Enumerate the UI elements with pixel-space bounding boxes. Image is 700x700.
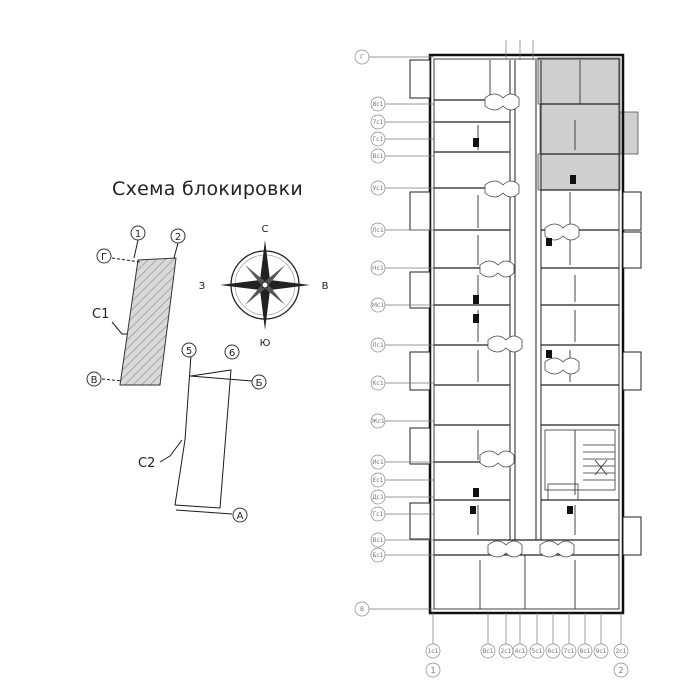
left-axis-bubble <box>370 506 386 522</box>
left-axis-bubble <box>370 96 386 112</box>
left-axis-bubble-label: Нс1 <box>372 265 384 272</box>
bottom-axis-bubble-label: 5с1 <box>532 648 543 655</box>
bottom-axis-bubble-label: 1с1 <box>428 648 439 655</box>
bottom-main-axis-bubble <box>425 662 441 678</box>
left-axis-bubble <box>370 180 386 196</box>
compass-south: Ю <box>260 338 271 349</box>
left-axis-bubble-label: 7с1 <box>373 119 384 126</box>
bottom-axis-bubble <box>545 643 561 659</box>
left-axis-bubble-label: Ус1 <box>373 185 384 192</box>
bottom-main-axis-label: 2 <box>618 666 623 675</box>
left-axis-bubble <box>370 114 386 130</box>
left-axis-bubble <box>370 297 386 313</box>
axis-g-label: Г <box>101 252 107 263</box>
bottom-main-axis-label: 1 <box>430 666 435 675</box>
left-axis-bubble <box>370 260 386 276</box>
scheme-title: Схема блокировки <box>112 178 304 200</box>
left-axis-bubble-label: В <box>360 606 364 613</box>
stair-core <box>544 429 616 501</box>
balconies <box>409 59 642 556</box>
left-axis-bubble-label: Дс1 <box>372 494 384 501</box>
left-axis-bubble-label: Ес1 <box>373 477 384 484</box>
left-axis-bubble <box>370 454 386 470</box>
left-axis-bubble-label: Гс1 <box>373 136 384 143</box>
left-axis-bubble <box>370 375 386 391</box>
bottom-axis-bubble <box>561 643 577 659</box>
left-axis-bubble <box>370 222 386 238</box>
compass-west: З <box>199 281 205 292</box>
highlighted-apartment <box>537 57 639 191</box>
bottom-axis-bubble-label: Вс1 <box>482 648 493 655</box>
axis-a-label: А <box>237 511 244 522</box>
left-axis-bubble <box>370 131 386 147</box>
compass-rose: С В Ю З <box>199 224 329 349</box>
bottom-axis-bubble <box>480 643 496 659</box>
bottom-axis-bubble <box>613 643 629 659</box>
left-axis-bubble <box>370 148 386 164</box>
left-axis-bubble-label: Г <box>360 54 364 61</box>
bottom-main-axis-bubble <box>613 662 629 678</box>
building-outline <box>428 53 625 615</box>
bottom-axis-bubble-label: 7с1 <box>564 648 575 655</box>
bottom-axis-bubble <box>425 643 441 659</box>
bottom-axis-bubble-label: 2с1 <box>616 648 627 655</box>
axis-6-label: 6 <box>229 348 235 359</box>
left-axis-bubble-label: Бс1 <box>372 552 383 559</box>
left-axis-bubble-label: Вс1 <box>372 153 383 160</box>
shafts <box>470 138 576 514</box>
left-axis-bubble <box>370 472 386 488</box>
left-axis-bubble <box>370 489 386 505</box>
left-axis-bubble-label: Мс1 <box>372 302 384 309</box>
left-axis-bubble-label: Лс1 <box>372 227 384 234</box>
axis-1-label: 1 <box>135 229 141 240</box>
bottom-axis-bubble <box>593 643 609 659</box>
left-axis-bubble <box>370 547 386 563</box>
left-axis-bubble <box>354 601 370 617</box>
section-c2-label: С2 <box>138 456 155 471</box>
left-axis-bubble-label: Ис1 <box>372 459 384 466</box>
section-c1 <box>119 257 177 386</box>
axis-2-label: 2 <box>175 232 181 243</box>
left-axis-bubbles: Г8с17с1Гс1Вс1Ус1Лс1Нс1Мс1Лс1Кс1Жс1Ис1Ес1… <box>354 49 386 617</box>
left-axis-bubble-label: Вс1 <box>372 537 383 544</box>
bottom-axis-bubble-label: 2с1 <box>501 648 512 655</box>
left-axis-bubble-label: Жс1 <box>371 418 385 425</box>
compass-east: В <box>322 281 329 292</box>
apartment-walls <box>434 99 619 556</box>
left-axis-bubble <box>370 337 386 353</box>
left-leaders <box>368 56 434 610</box>
section-c2 <box>174 354 232 509</box>
section-c1-label: С1 <box>92 307 109 322</box>
bottom-axis-bubble-label: 4с1 <box>515 648 526 655</box>
bottom-axis-bubble <box>529 643 545 659</box>
left-axis-bubble <box>370 413 386 429</box>
bottom-axis-bubble <box>512 643 528 659</box>
left-axis-bubble <box>354 49 370 65</box>
bottom-axis-bubble-label: 6с1 <box>548 648 559 655</box>
axis-5-label: 5 <box>186 346 192 357</box>
bottom-axis-bubble <box>577 643 593 659</box>
bottom-axis-bubble-label: 9с1 <box>596 648 607 655</box>
compass-north: С <box>262 224 269 235</box>
left-axis-bubble-label: Гс1 <box>373 511 384 518</box>
axis-v-label: В <box>91 375 98 386</box>
left-axis-bubble <box>370 532 386 548</box>
door-swings <box>479 93 580 558</box>
corridor <box>509 60 542 540</box>
axis-b-label: Б <box>256 378 263 389</box>
bottom-leaders <box>432 40 622 645</box>
bottom-axis-bubble-label: 8с1 <box>580 648 591 655</box>
left-axis-bubble-label: Лс1 <box>372 342 384 349</box>
left-axis-bubble-label: 8с1 <box>373 101 384 108</box>
left-axis-bubble-label: Кс1 <box>372 380 384 387</box>
